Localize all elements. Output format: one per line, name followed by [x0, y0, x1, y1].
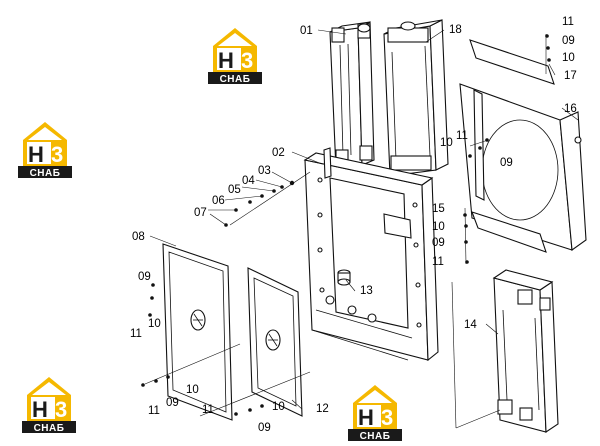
brand-logo-top: H 3 СНАБ	[208, 28, 262, 85]
brand-logo-bottom-center: H 3 СНАБ	[348, 385, 402, 442]
callout-10-left: 10	[148, 318, 161, 330]
logo-caption: СНАБ	[220, 74, 251, 85]
callout-18: 18	[449, 24, 462, 36]
callout-06: 06	[212, 195, 225, 207]
callout-13: 13	[360, 285, 373, 297]
callout-09-mid: 09	[432, 237, 445, 249]
callout-10-shroud: 10	[440, 137, 453, 149]
callout-16: 16	[564, 103, 577, 115]
callout-10-mid: 10	[432, 221, 445, 233]
callout-11-bottom-left: 11	[148, 405, 160, 417]
callout-09-top: 09	[562, 35, 575, 47]
part-14-intercooler	[492, 269, 559, 433]
logo-mark-left: H	[28, 142, 44, 167]
leader-lines	[144, 29, 579, 429]
logo-mark-right: 3	[55, 397, 67, 422]
part-02-main-frame	[303, 147, 439, 362]
logo-caption: СНАБ	[34, 423, 65, 434]
logo-mark-right: 3	[381, 405, 393, 430]
part-12-rear-screen	[247, 267, 303, 417]
logo-mark-left: H	[32, 397, 48, 422]
callout-labels: 01 02 03 04 05 06 07 08 11 09 10 17 16 1…	[130, 16, 577, 434]
callout-09-shroud: 09	[500, 157, 513, 169]
callout-10-top: 10	[562, 52, 575, 64]
callout-17: 17	[564, 70, 577, 82]
callout-15: 15	[432, 203, 445, 215]
callout-10-bottom-left: 10	[186, 384, 199, 396]
brand-logo-bottom-left: H 3 СНАБ	[22, 377, 76, 434]
callout-05: 05	[228, 184, 241, 196]
callout-03: 03	[258, 165, 271, 177]
logo-mark-left: H	[218, 48, 234, 73]
logo-mark-left: H	[358, 405, 374, 430]
part-08-front-screen	[162, 243, 233, 421]
callout-12: 12	[316, 403, 329, 415]
callout-09-left: 09	[138, 271, 151, 283]
logo-mark-right: 3	[241, 48, 253, 73]
part-13-plug	[337, 269, 351, 286]
brand-logo-left: H 3 СНАБ	[18, 122, 72, 179]
callout-04: 04	[242, 175, 255, 187]
callout-01: 01	[300, 25, 313, 37]
callout-11-left: 11	[130, 328, 142, 340]
callout-02: 02	[272, 147, 285, 159]
callout-08: 08	[132, 231, 145, 243]
callout-11-mid: 11	[432, 256, 444, 268]
logo-mark-right: 3	[51, 142, 63, 167]
callout-09-bottom-left: 09	[166, 397, 179, 409]
part-18-radiator	[383, 19, 449, 177]
callout-07: 07	[194, 207, 207, 219]
callout-11-bottom: 11	[202, 404, 214, 416]
logo-caption: СНАБ	[30, 168, 61, 179]
logo-caption: СНАБ	[360, 431, 391, 442]
callout-11-top: 11	[562, 16, 574, 28]
part-01-oil-cooler	[329, 21, 375, 171]
callout-10-bottom: 10	[272, 401, 285, 413]
callout-11-shroud: 11	[456, 130, 468, 142]
callout-09-bottom: 09	[258, 422, 271, 434]
part-16-fan-shroud	[459, 39, 587, 253]
callout-14: 14	[464, 319, 477, 331]
